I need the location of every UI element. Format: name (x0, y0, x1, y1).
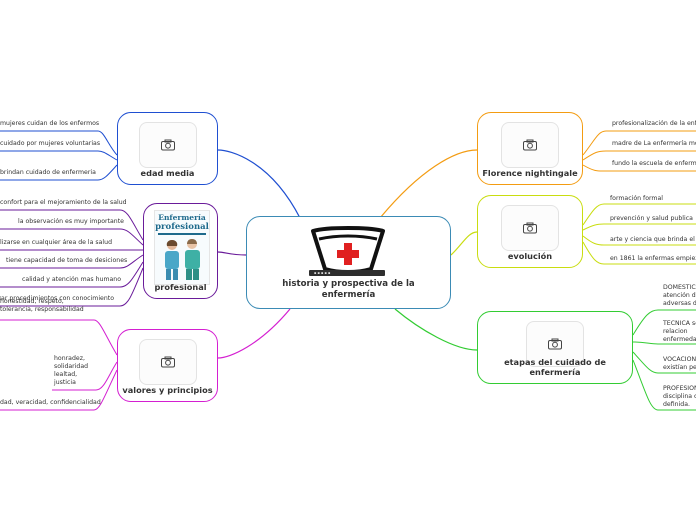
link-evolucion (450, 231, 478, 256)
book-cover-image: Enfermería profesional (154, 210, 210, 285)
evolucion-leaf-lines (582, 203, 696, 265)
cover-bar (158, 233, 206, 235)
leaf-profesional-6: realizar procedimientos con conocimiento (0, 295, 114, 302)
leaf-evolucion-2: prevención y salud publica (610, 215, 693, 222)
node-evolucion[interactable]: evolución (477, 195, 583, 268)
camera-icon (160, 139, 175, 151)
root-title: historia y prospectiva de la enfermería (282, 279, 415, 300)
leaf-valores-2: honradez, solidaridad lealtad, justicia (54, 355, 89, 386)
node-edad-media[interactable]: edad media (117, 112, 218, 185)
image-placeholder (526, 321, 584, 367)
edad-media-leaf-lines (0, 130, 118, 181)
leaf-florence-3: fundo la escuela de enfermeri (612, 160, 696, 167)
node-profesional[interactable]: Enfermería profesional profesional (143, 203, 218, 299)
florence-leaf-lines (582, 130, 696, 172)
image-placeholder (501, 205, 559, 251)
leaf-etapas-4: PROFESION disciplina co definida. (663, 385, 696, 408)
leaf-profesional-1: confort para el mejoramiento de la salud (0, 199, 127, 206)
cover-title-line1: Enfermería (158, 213, 206, 222)
leaf-florence-1: profesionalización de la enfer (612, 120, 696, 127)
node-title: evolución (507, 251, 553, 261)
leaf-evolucion-3: arte y ciencia que brinda el cui (610, 236, 696, 243)
leaf-evolucion-1: formación formal (610, 195, 663, 202)
nurse-cap-icon (311, 226, 385, 273)
node-title: edad media (140, 168, 195, 178)
leaf-etapas-3: VOCACIONA existían per (663, 356, 696, 371)
leaf-evolucion-4: en 1861 la enfermas empieza (610, 255, 696, 262)
leaf-profesional-4: tiene capacidad de toma de desiciones (6, 257, 128, 264)
node-title: valores y principios (122, 385, 213, 395)
node-florence[interactable]: Florence nightingale (477, 112, 583, 185)
node-etapas[interactable]: etapas del cuidado de enfermería (477, 311, 633, 384)
image-placeholder (138, 339, 197, 385)
link-profesional (217, 251, 247, 256)
leaf-edad-media-2: cuidado por mujeres voluntarias (0, 140, 101, 147)
link-edad-media (217, 149, 301, 219)
link-valores (217, 308, 291, 359)
leaf-edad-media-3: brindan cuidado de enfermeria (0, 169, 96, 176)
leaf-florence-2: madre de La enfermería mode (612, 140, 696, 147)
image-caption-bar: ▪ ▪ ▪ ▪ ▪ (309, 270, 385, 276)
leaf-profesional-3: especializarse en cualquier área de la s… (0, 239, 112, 246)
node-title: Florence nightingale (482, 168, 578, 178)
cover-title-line2: profesional (155, 222, 209, 232)
leaf-profesional-5: calidad y atención mas humano (22, 276, 121, 283)
link-etapas (394, 308, 478, 351)
image-placeholder (138, 122, 197, 168)
camera-icon (160, 356, 175, 368)
link-florence (379, 149, 478, 219)
node-title: profesional (154, 282, 207, 292)
leaf-valores-3: dad, veracidad, confidencialidad (0, 399, 101, 406)
profesional-leaf-lines (0, 209, 144, 307)
leaf-edad-media-1: mujeres cuidan de los enfermos (0, 120, 100, 127)
image-placeholder (501, 122, 559, 168)
valores-leaf-lines (0, 319, 118, 411)
leaf-profesional-2: la observación es muy importante (18, 218, 124, 225)
root-node[interactable]: ▪ ▪ ▪ ▪ ▪ historia y prospectiva de la e… (246, 216, 451, 309)
nurses-illustration (165, 239, 200, 280)
node-title: etapas del cuidado de enfermería (504, 357, 606, 377)
leaf-etapas-2: TECNICA se relacion enfermeda (663, 320, 696, 343)
etapas-leaf-lines (632, 309, 696, 411)
camera-icon (523, 222, 537, 234)
node-valores[interactable]: valores y principios (117, 329, 218, 402)
camera-icon (548, 338, 562, 350)
leaf-etapas-1: DOMESTICA atención de adversas de (663, 284, 696, 307)
camera-icon (523, 139, 537, 151)
leaf-valores-1: honestidad, respeto, tolerancia, respons… (0, 298, 84, 313)
